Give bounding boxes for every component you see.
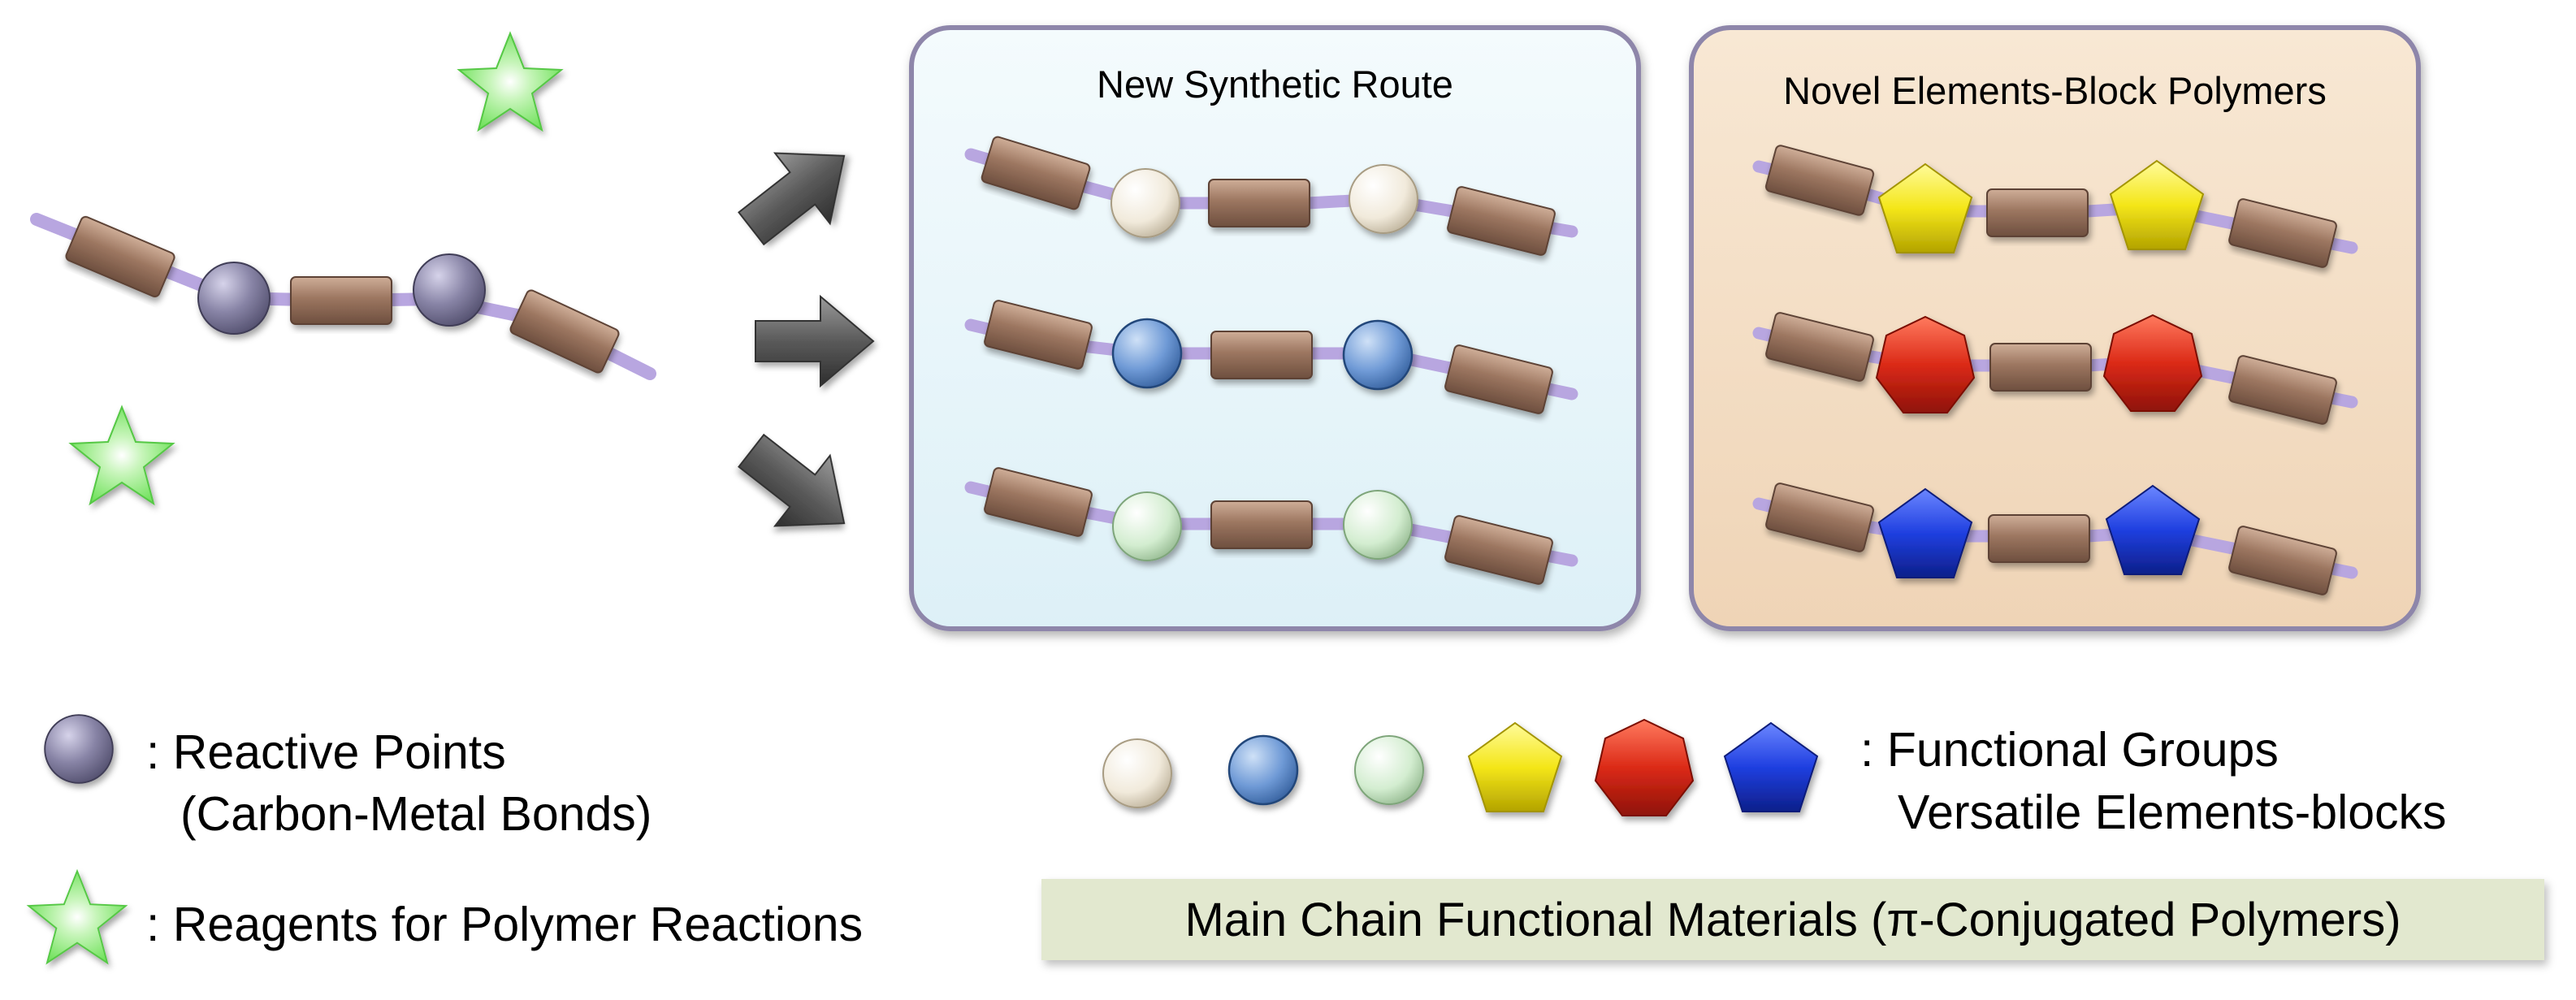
legend-pentagon-blue-icon xyxy=(1724,722,1818,812)
functional-sphere-green xyxy=(1112,491,1182,561)
functional-sphere-blue xyxy=(1111,318,1183,389)
panel-synthetic-route xyxy=(909,25,1641,631)
reactive-points-label: : Reactive Points xyxy=(146,725,506,779)
legend-sphere-green-icon xyxy=(1354,735,1424,805)
functional-sphere-green xyxy=(1343,490,1413,560)
versatile-elements-blocks-label: Versatile Elements-blocks xyxy=(1898,786,2447,839)
legend-heptagon-red-icon xyxy=(1595,719,1694,816)
synthetic-chain-row-blue xyxy=(964,298,1578,416)
synthetic-route-title: New Synthetic Route xyxy=(1097,63,1453,106)
functional-groups-legend-icons xyxy=(1102,719,1818,816)
functional-sphere-cream xyxy=(1110,168,1180,238)
panel-elements-block xyxy=(1689,25,2421,631)
arrow-up-right-icon xyxy=(722,119,872,265)
reactive-point-sphere xyxy=(413,253,486,327)
carbon-metal-bonds-label: (Carbon-Metal Bonds) xyxy=(180,787,652,841)
arrow-group xyxy=(722,119,874,560)
main-chain-banner: Main Chain Functional Materials (π-Conju… xyxy=(1041,879,2544,960)
functional-sphere-blue xyxy=(1342,319,1414,391)
legend-pentagon-yellow-icon xyxy=(1468,722,1562,812)
chain-block xyxy=(290,276,392,325)
arrow-right-icon xyxy=(755,296,874,387)
legend-sphere-cream-icon xyxy=(1102,738,1172,808)
elements-chain-row-blue xyxy=(1752,481,2358,597)
synthetic-chain-row-green xyxy=(964,465,1578,587)
chain-block xyxy=(63,214,177,299)
legend-reagent-star-icon xyxy=(28,870,127,964)
reagent-star-icon xyxy=(458,32,562,131)
reactive-point-sphere xyxy=(197,262,271,335)
synthetic-chain-row-cream xyxy=(964,135,1578,258)
starting-polymer-chain xyxy=(30,213,656,380)
elements-chain-row-red xyxy=(1752,310,2358,426)
functional-sphere-cream xyxy=(1349,164,1418,234)
elements-block-title: Novel Elements-Block Polymers xyxy=(1783,69,2327,112)
main-chain-banner-text: Main Chain Functional Materials (π-Conju… xyxy=(1184,893,2401,946)
legend-reactive-point-icon xyxy=(44,714,114,784)
legend-sphere-blue-icon xyxy=(1227,734,1299,806)
reagents-label: : Reagents for Polymer Reactions xyxy=(146,898,864,951)
reagent-star-icon xyxy=(70,406,174,504)
arrow-down-right-icon xyxy=(722,414,872,560)
functional-groups-label: : Functional Groups xyxy=(1860,723,2279,777)
elements-chain-row-yellow xyxy=(1752,143,2358,270)
chain-block xyxy=(508,288,621,375)
